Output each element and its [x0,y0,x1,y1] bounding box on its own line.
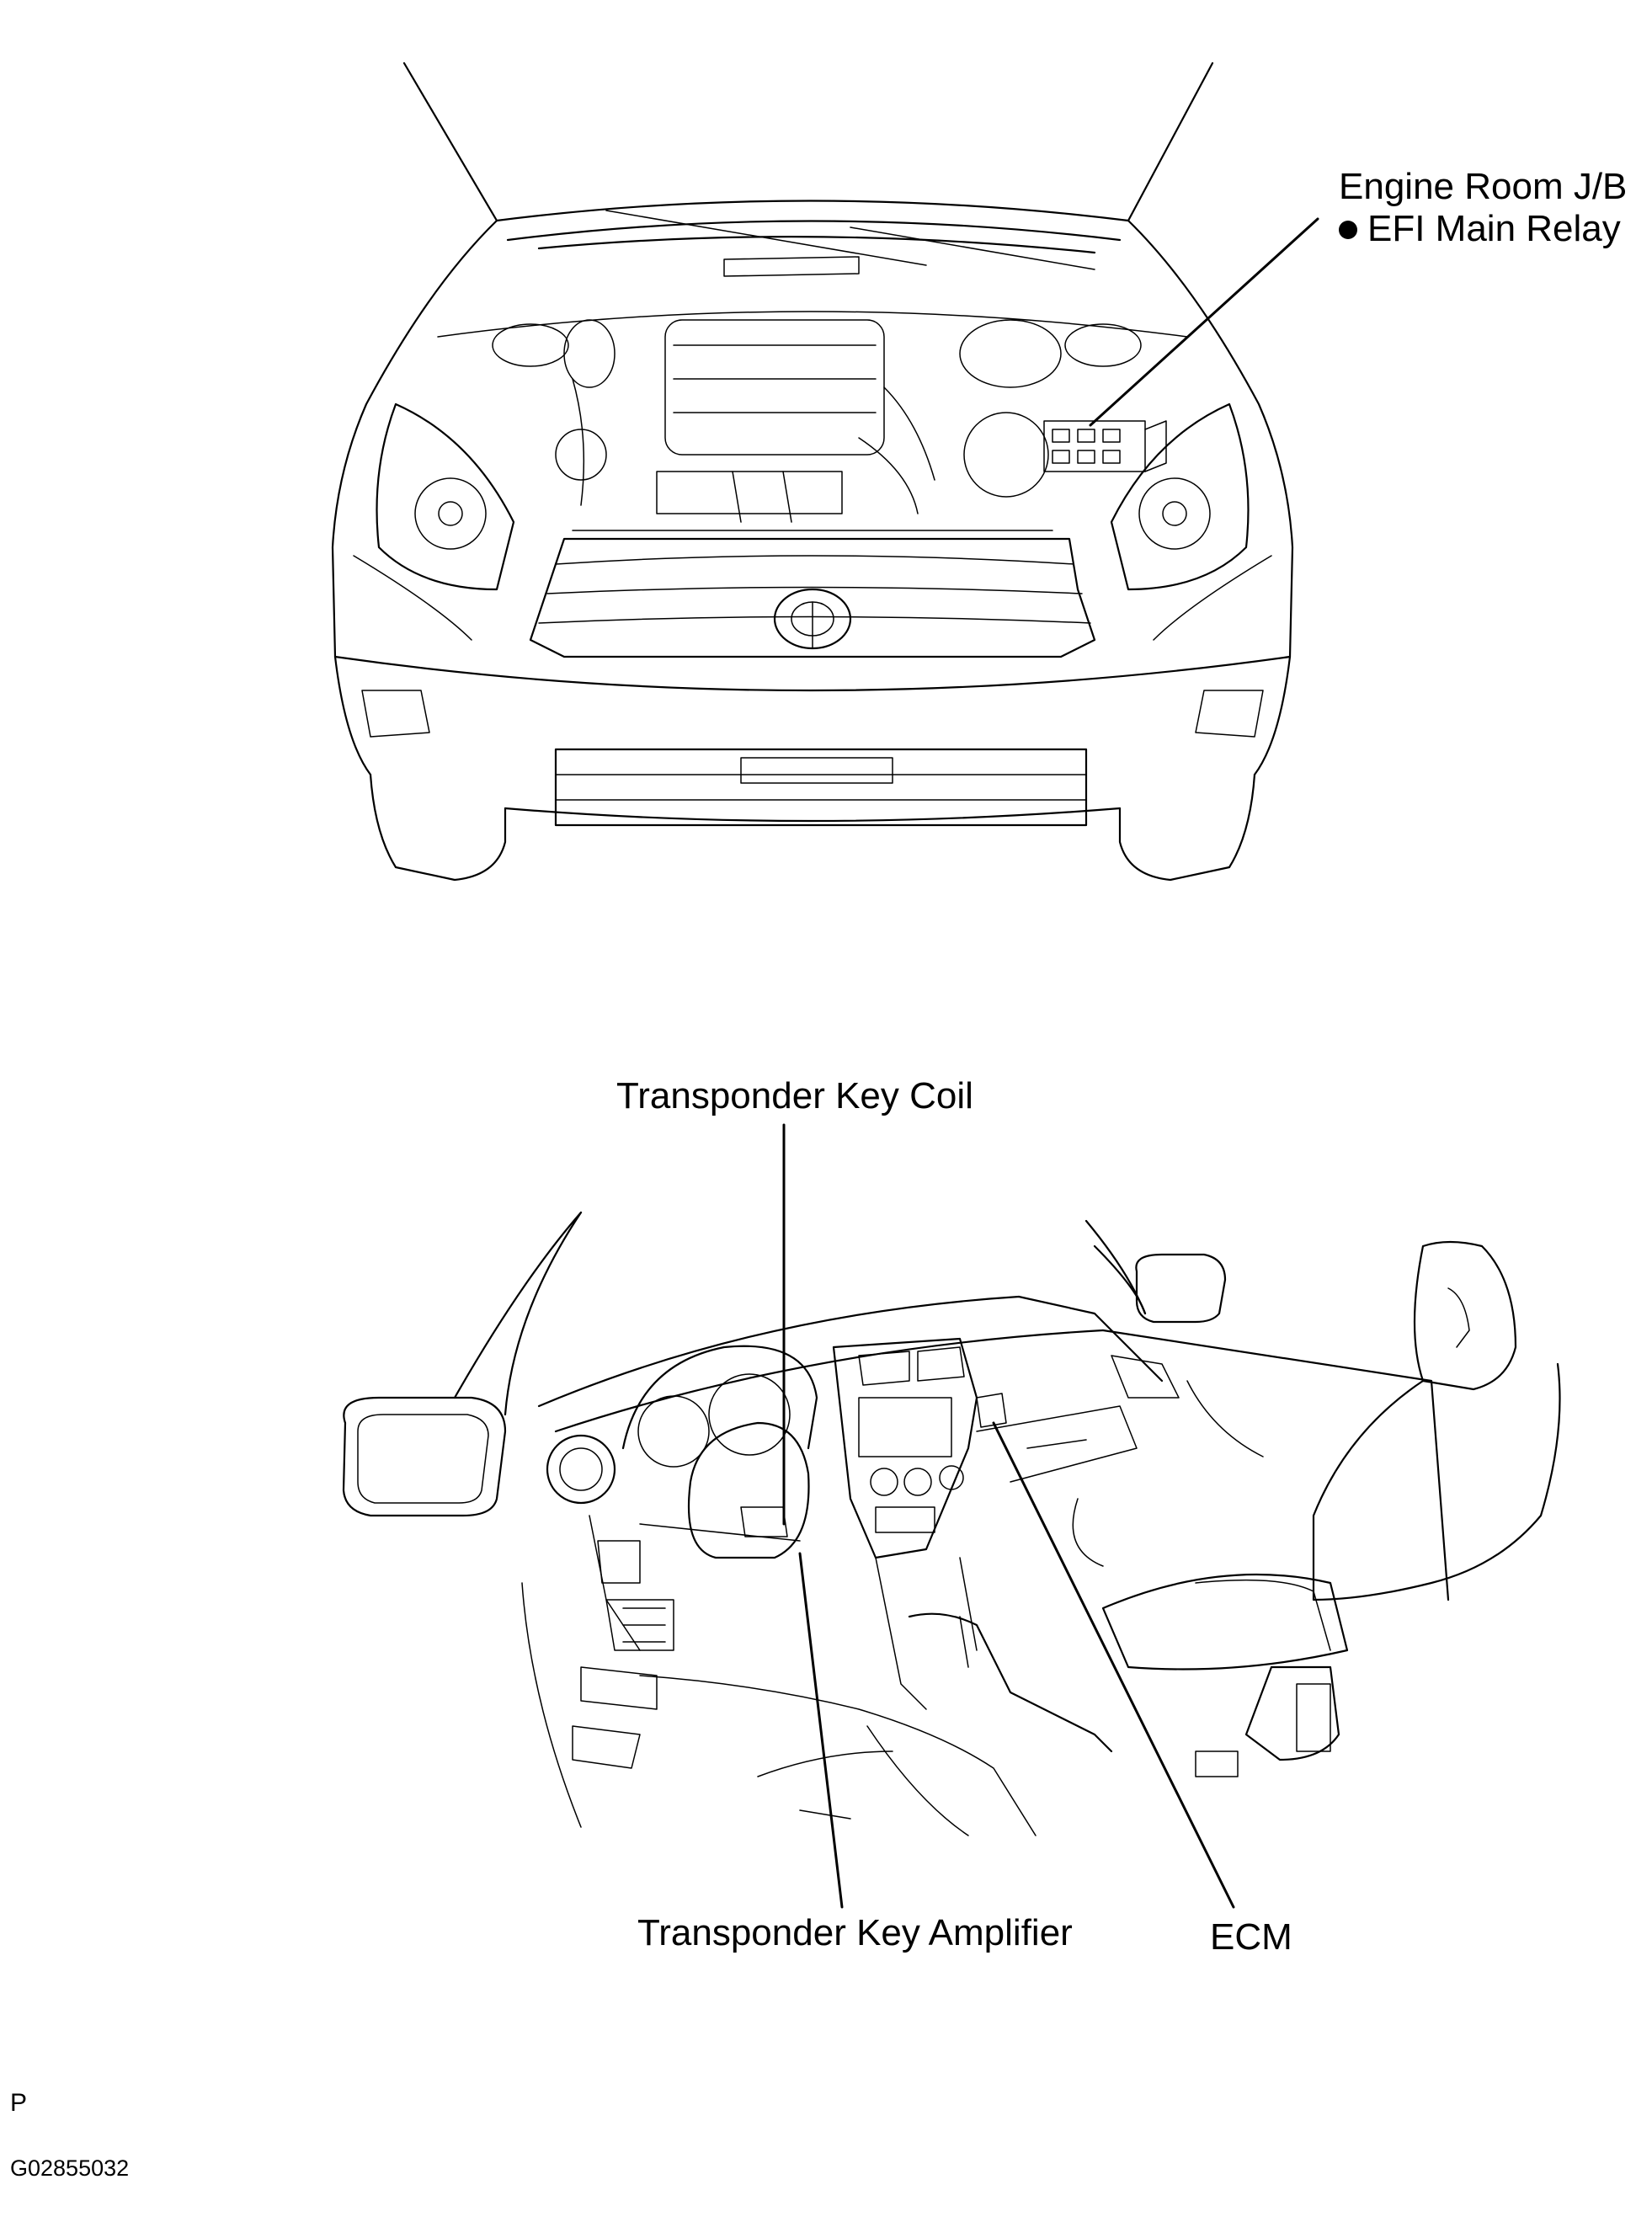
engine-room-jb-box [1043,420,1167,472]
ecm-box [976,1393,1007,1428]
ecm-leader [992,1421,1235,1909]
transponder-key-amplifier-leader [798,1552,844,1909]
figure-code: G02855032 [10,2155,130,2181]
engine-room-drawing [331,61,1319,882]
efi-main-relay-label: EFI Main Relay [1339,207,1621,251]
transponder-key-amplifier-label: Transponder Key Amplifier [637,1912,1073,1953]
engine-room-jb-leader [1089,217,1319,427]
bullet-icon [1339,221,1357,239]
page-letter: P [10,2089,28,2117]
transponder-key-coil-label: Transponder Key Coil [616,1075,973,1116]
interior-drawing [342,1123,1561,1909]
ecm-label: ECM [1210,1916,1292,1958]
engine-room-jb-label: Engine Room J/B [1339,166,1628,207]
efi-main-relay-text: EFI Main Relay [1367,208,1621,249]
